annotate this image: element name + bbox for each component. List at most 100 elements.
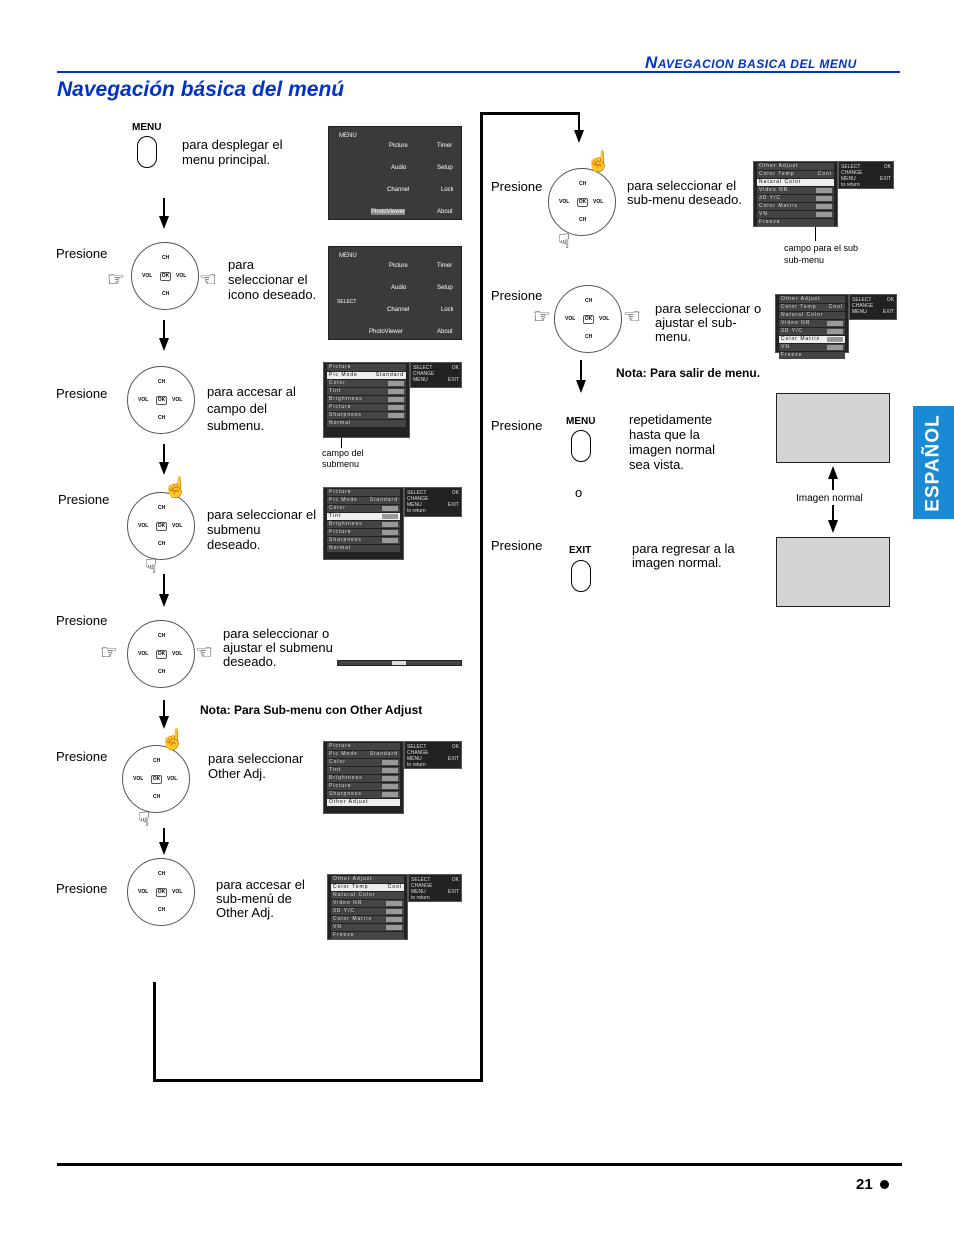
submenu-field-caption: campo del submenu	[322, 448, 364, 469]
flow-arrow-head	[159, 594, 169, 607]
note-other-adjust: Nota: Para Sub-menu con Other Adjust	[200, 703, 423, 717]
flow-arrow	[163, 320, 165, 340]
flow-arrow-head-up	[828, 466, 838, 479]
hand-pointer-icon: ☝	[586, 151, 611, 173]
osd-help-panel: SELECT OK CHANGE MENU EXIT to return	[838, 161, 894, 189]
exit-button-label: EXIT	[569, 545, 592, 556]
remote-dpad: CH CH VOL VOL OK	[548, 168, 616, 236]
flow-connector	[153, 1079, 483, 1082]
hand-pointer-icon: ☜	[199, 269, 217, 291]
osd-help-panel: SELECT OK CHANGE MENU EXIT	[849, 294, 897, 320]
r1-instruction: para seleccionar el sub-menu deseado.	[627, 178, 742, 207]
hand-pointer-icon: ☟	[558, 231, 571, 253]
r3-press: Presione	[491, 418, 543, 433]
section-header: NAVEGACION BASICA DEL MENU	[645, 53, 857, 72]
caption-pointer	[815, 227, 816, 241]
flow-arrow	[163, 700, 165, 718]
flow-connector	[480, 112, 483, 1082]
flow-arrow-head	[159, 216, 169, 229]
step3-instruction: para accesar al campo del submenu.	[207, 384, 296, 433]
step6-instruction: para seleccionar Other Adj.	[208, 751, 304, 781]
flow-arrow	[578, 112, 580, 132]
step2-instruction: para seleccionar el icono deseado.	[228, 257, 317, 302]
osd-help-panel: SELECT OK CHANGE MENU EXIT to return	[404, 487, 462, 517]
main-menu-screen-1: MENU Picture Timer Audio Setup Channel L…	[328, 126, 462, 220]
osd-help-panel: SELECT OK CHANGE MENU EXIT	[410, 362, 462, 388]
step5-instruction: para seleccionar o ajustar el submenu de…	[223, 626, 333, 669]
step2-press: Presione	[56, 246, 108, 261]
hand-pointer-icon: ☝	[160, 729, 185, 751]
step4-press: Presione	[58, 492, 110, 507]
hand-pointer-icon: ☞	[107, 269, 125, 291]
main-menu-screen-2: MENU SELECT Picture Timer Audio Setup Ch…	[328, 246, 462, 340]
osd-help-panel: SELECT OK CHANGE MENU EXIT to return	[404, 741, 462, 769]
flow-arrow	[163, 444, 165, 464]
hand-pointer-icon: ☜	[195, 642, 213, 664]
flow-arrow-head	[159, 716, 169, 729]
step6-press: Presione	[56, 749, 108, 764]
hand-pointer-icon: ☝	[163, 477, 188, 499]
hand-pointer-icon: ☟	[138, 809, 151, 831]
language-tab: ESPAÑOL	[913, 406, 954, 519]
remote-dpad: CH CH VOL VOL OK	[127, 492, 195, 560]
page-number: 21	[856, 1176, 873, 1193]
step4-instruction: para seleccionar el submenu deseado.	[207, 507, 317, 552]
tv-screen	[776, 393, 890, 463]
flow-arrow	[832, 505, 834, 521]
menu-button-icon	[137, 136, 157, 168]
hand-pointer-icon: ☟	[145, 556, 158, 578]
footer-rule	[57, 1163, 902, 1166]
r4-instruction: para regresar a la imagen normal.	[632, 541, 735, 570]
step1-instruction: para desplegar el menu principal.	[182, 137, 283, 167]
flow-arrow-head	[159, 462, 169, 475]
hand-pointer-icon: ☜	[623, 306, 641, 328]
step7-instruction: para accesar el sub-menú de Other Adj.	[216, 877, 305, 920]
remote-dpad: CH CH VOL VOL OK	[554, 285, 622, 353]
exit-button-icon	[571, 560, 591, 592]
r3-instruction: repetidamente hasta que la imagen normal…	[629, 412, 715, 472]
note-exit-menu: Nota: Para salir de menu.	[616, 366, 761, 380]
step3-press: Presione	[56, 386, 108, 401]
step7-press: Presione	[56, 881, 108, 896]
flow-arrow-head	[159, 338, 169, 351]
flow-connector	[480, 112, 580, 115]
hand-pointer-icon: ☞	[100, 642, 118, 664]
step5-press: Presione	[56, 613, 108, 628]
flow-arrow	[580, 360, 582, 382]
flow-connector	[153, 982, 156, 1082]
flow-arrow-head	[574, 130, 584, 143]
flow-arrow	[163, 574, 165, 596]
remote-dpad: CH CH VOL VOL OK	[127, 620, 195, 688]
menu-button-label: MENU	[132, 122, 162, 133]
flow-arrow	[163, 198, 165, 218]
flow-arrow-head	[576, 380, 586, 393]
remote-dpad: CH CH VOL VOL OK	[131, 242, 199, 310]
flow-arrow	[832, 474, 834, 490]
hand-pointer-icon: ☞	[533, 306, 551, 328]
osd-help-panel: SELECT OK CHANGE MENU EXIT to return	[408, 874, 462, 902]
subsubmenu-caption: campo para el sub sub-menu	[784, 243, 859, 265]
tv-screen	[776, 537, 890, 607]
remote-dpad: CH CH VOL VOL OK	[127, 858, 195, 926]
r2-press: Presione	[491, 288, 543, 303]
or-label: o	[575, 485, 583, 500]
remote-dpad: CH CH VOL VOL OK	[127, 366, 195, 434]
r1-press: Presione	[491, 179, 543, 194]
caption-pointer	[341, 438, 342, 448]
r4-press: Presione	[491, 538, 543, 553]
normal-image-caption: Imagen normal	[796, 493, 863, 504]
flow-arrow	[163, 828, 165, 844]
flow-arrow-head	[159, 842, 169, 855]
remote-dpad: CH CH VOL VOL OK	[122, 745, 190, 813]
adjust-slider-bar	[337, 660, 462, 666]
r2-instruction: para seleccionar o ajustar el sub-menu.	[655, 301, 762, 344]
bullet-dot	[880, 1180, 889, 1189]
header-rule	[57, 71, 900, 73]
page-title: Navegación básica del menú	[57, 78, 345, 101]
